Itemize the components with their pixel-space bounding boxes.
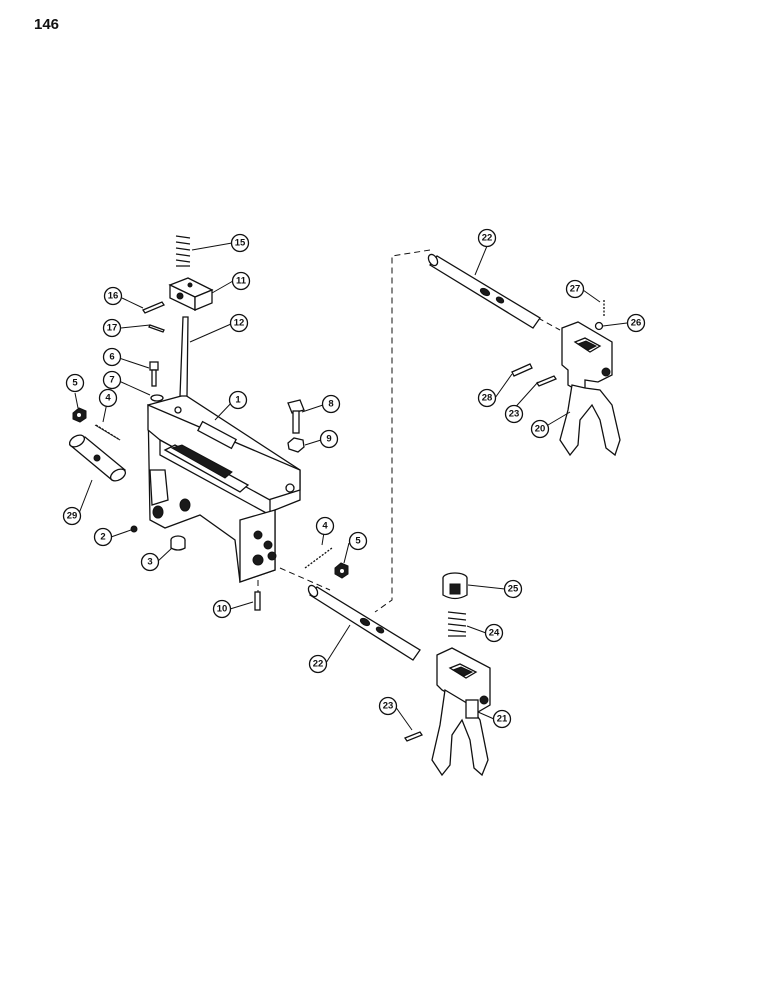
callout-label: 3 [147,557,152,568]
callout-label: 16 [108,291,119,302]
housing-bracket [147,394,301,583]
callout-27: 27 [565,279,585,299]
bolt-8 [287,399,305,434]
callout-5-upper: 5 [65,373,85,393]
callout-label: 24 [489,628,500,639]
washer-7 [150,394,164,402]
alignment-line-shaft [537,317,561,331]
callout-label: 27 [570,284,581,295]
pin-28 [511,363,533,377]
callout-label: 5 [72,378,78,389]
callout-20: 20 [530,419,550,439]
shift-fork-21 [431,647,491,777]
callout-label: 11 [236,276,247,287]
callout-label: 5 [355,536,361,547]
block-11 [168,277,214,312]
callout-label: 8 [328,399,333,410]
pin-16 [142,301,165,314]
pin-23-upper [536,375,557,387]
pin-23-lower [404,731,423,742]
sleeve-29 [68,434,127,482]
callout-22-upper: 22 [477,228,497,248]
callout-label: 22 [482,233,493,244]
callout-16: 16 [103,286,123,306]
rod-12 [179,316,189,397]
ball-2 [130,525,138,533]
callout-23-lower: 23 [378,696,398,716]
shaft-22-upper [427,253,541,329]
callout-25: 25 [503,579,523,599]
callout-label: 4 [322,521,328,532]
spring-24 [447,611,467,637]
callout-4-lower: 4 [315,516,335,536]
callout-24: 24 [484,623,504,643]
callout-5-lower: 5 [348,531,368,551]
page-number: 146 [34,16,60,33]
callout-label: 23 [383,701,394,712]
spring-4-upper [94,424,121,441]
nut-5-upper [72,407,87,423]
shaft-22-lower [307,584,421,661]
callout-label: 4 [105,393,111,404]
callout-7: 7 [102,370,122,390]
callout-8: 8 [321,394,341,414]
callout-29: 29 [62,506,82,526]
callout-label: 17 [107,323,118,334]
detent-25 [442,572,468,600]
ball-26 [594,321,604,331]
alignment-line-upper [374,249,431,613]
callout-2: 2 [93,527,113,547]
callout-9: 9 [319,429,339,449]
alignment-line-lower [279,567,331,591]
callout-23-upper: 23 [504,404,524,424]
callout-21: 21 [492,709,512,729]
callout-22-lower: 22 [308,654,328,674]
callout-1: 1 [228,390,248,410]
callout-label: 25 [508,584,519,595]
pin-10 [254,591,261,611]
nut-5-lower [334,562,349,579]
callout-label: 10 [217,604,228,615]
callout-label: 28 [482,393,493,404]
callout-label: 22 [313,659,324,670]
pin-17 [148,324,165,333]
callout-3: 3 [140,552,160,572]
callout-label: 6 [109,352,114,363]
callout-label: 1 [235,395,241,406]
callout-label: 12 [234,318,245,329]
nut-9 [287,437,305,453]
callout-26: 26 [626,313,646,333]
callout-10: 10 [212,599,232,619]
callout-label: 20 [535,424,546,435]
callout-12: 12 [229,313,249,333]
callout-4-upper: 4 [98,388,118,408]
callout-label: 23 [509,409,520,420]
callout-label: 15 [235,238,246,249]
callout-17: 17 [102,318,122,338]
spring-4-lower [304,547,333,569]
shift-fork-20 [559,321,621,457]
callout-label: 26 [631,318,642,329]
callout-15: 15 [230,233,250,253]
callout-11: 11 [231,271,251,291]
callout-label: 21 [497,714,508,725]
callout-label: 7 [109,375,114,386]
callout-28: 28 [477,388,497,408]
callout-label: 9 [326,434,331,445]
plug-3 [170,535,186,551]
bolt-6 [149,361,159,387]
callout-6: 6 [102,347,122,367]
spring-15 [175,235,191,267]
callout-label: 2 [100,532,105,543]
callout-label: 29 [67,511,78,522]
